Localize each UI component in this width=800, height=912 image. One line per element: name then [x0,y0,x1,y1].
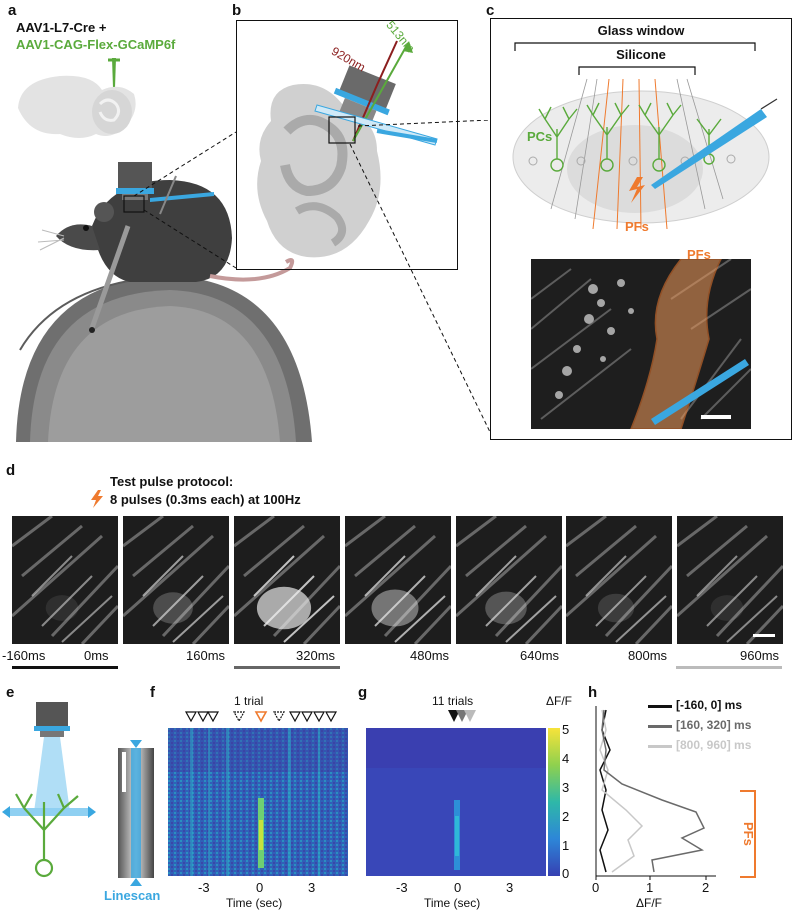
time-label-0: -160ms [2,648,46,663]
f-heatmap-image [168,728,348,876]
legend-label-1: [160, 320] ms [676,718,752,732]
f-title: 1 trial [234,694,264,708]
h-xtick-2: 2 [702,880,710,895]
linescan-illustration [2,702,154,886]
micrograph-image [531,259,751,429]
timelapse-frame-image [566,516,672,644]
timelapse-frame [123,516,229,644]
time-label-1: 0ms [84,648,109,663]
f-xlabel: Time (sec) [226,896,283,910]
pfs-label: PFs [625,219,649,234]
pfs-micrograph-label: PFs [687,247,711,262]
linescan-label: Linescan [104,888,161,903]
g-stim-markers [448,710,476,722]
time-label-2: 160ms [186,648,226,663]
h-xtick-0: 0 [592,880,600,895]
panel-letter-f: f [150,684,155,701]
pcs-label: PCs [527,129,553,144]
timelapse-frame [677,516,783,644]
panel-letter-b: b [232,2,242,19]
h-profile-plot [595,706,716,880]
time-label-7: 960ms [740,648,780,663]
legend-swatch-0 [648,705,672,708]
time-label-4: 480ms [410,648,450,663]
panel-letter-c: c [486,2,495,19]
protocol-detail: 8 pulses (0.3ms each) at 100Hz [110,492,301,507]
silicone-label: Silicone [616,47,666,62]
colorbar-label: ΔF/F [546,694,573,708]
h-xlabel: ΔF/F [636,896,663,910]
f-xtick-2: 3 [308,880,316,895]
cbar-tick-4: 4 [562,751,570,766]
legend-label-0: [-160, 0] ms [676,698,743,712]
window-bar-stim [234,666,340,669]
protocol-title: Test pulse protocol: [110,474,234,489]
h-pfs-label: PFs [741,822,756,846]
h-xtick-1: 1 [646,880,654,895]
timelapse-frame-image [123,516,229,644]
two-photon-micrograph [531,259,751,429]
f-xtick-0: -3 [198,880,210,895]
timelapse-frame-image [12,516,118,644]
legend-swatch-1 [648,725,672,728]
g-xtick-0: -3 [396,880,408,895]
colorbar [548,728,560,876]
legend-label-2: [800, 960] ms [676,738,752,752]
timelapse-frame [234,516,340,644]
window-bar-late [676,666,782,669]
virus-label-2: AAV1-CAG-Flex-GCaMP6f [16,37,176,52]
mouse-treadmill-illustration [16,58,312,442]
time-label-6: 800ms [628,648,668,663]
g-xtick-1: 0 [454,880,462,895]
timelapse-frame [456,516,562,644]
cbar-tick-3: 3 [562,780,570,795]
g-heatmap-image [366,728,546,876]
timelapse-frame-image [345,516,451,644]
f-heatmap [168,728,348,876]
timelapse-frame [345,516,451,644]
timelapse-frame-image [234,516,340,644]
cerebellum-illustration [257,40,438,258]
panel-letter-e: e [6,684,15,701]
g-title: 11 trials [432,694,474,708]
f-xtick-1: 0 [256,880,264,895]
window-bar-baseline [12,666,118,669]
panel-letter-h: h [588,684,598,701]
lightning-bolt-icon [91,490,103,508]
g-heatmap [366,728,546,876]
zoom-connector-lines [349,120,491,433]
timelapse-frame [12,516,118,644]
time-label-5: 640ms [520,648,560,663]
panel-letter-a: a [8,2,17,19]
timelapse-frame-image [677,516,783,644]
g-xtick-2: 3 [506,880,514,895]
legend-swatch-2 [648,745,672,748]
cerebellum-zoom-box [236,20,458,270]
timelapse-frame-image [456,516,562,644]
pfs-bracket [740,790,756,878]
glass-window-label: Glass window [597,23,685,38]
cbar-tick-2: 2 [562,809,570,824]
g-xlabel: Time (sec) [424,896,481,910]
cortex-illustration [512,42,778,230]
timelapse-frame [566,516,672,644]
window-zoom-box: Glass window Silicon [490,18,792,440]
f-stim-markers [184,711,338,723]
virus-label-1: AAV1-L7-Cre + [16,20,107,35]
cbar-tick-5: 5 [562,722,570,737]
panel-letter-d: d [6,462,16,479]
cbar-tick-0: 0 [562,866,570,881]
cbar-tick-1: 1 [562,838,570,853]
panel-letter-g: g [358,684,368,701]
time-label-3: 320ms [296,648,336,663]
